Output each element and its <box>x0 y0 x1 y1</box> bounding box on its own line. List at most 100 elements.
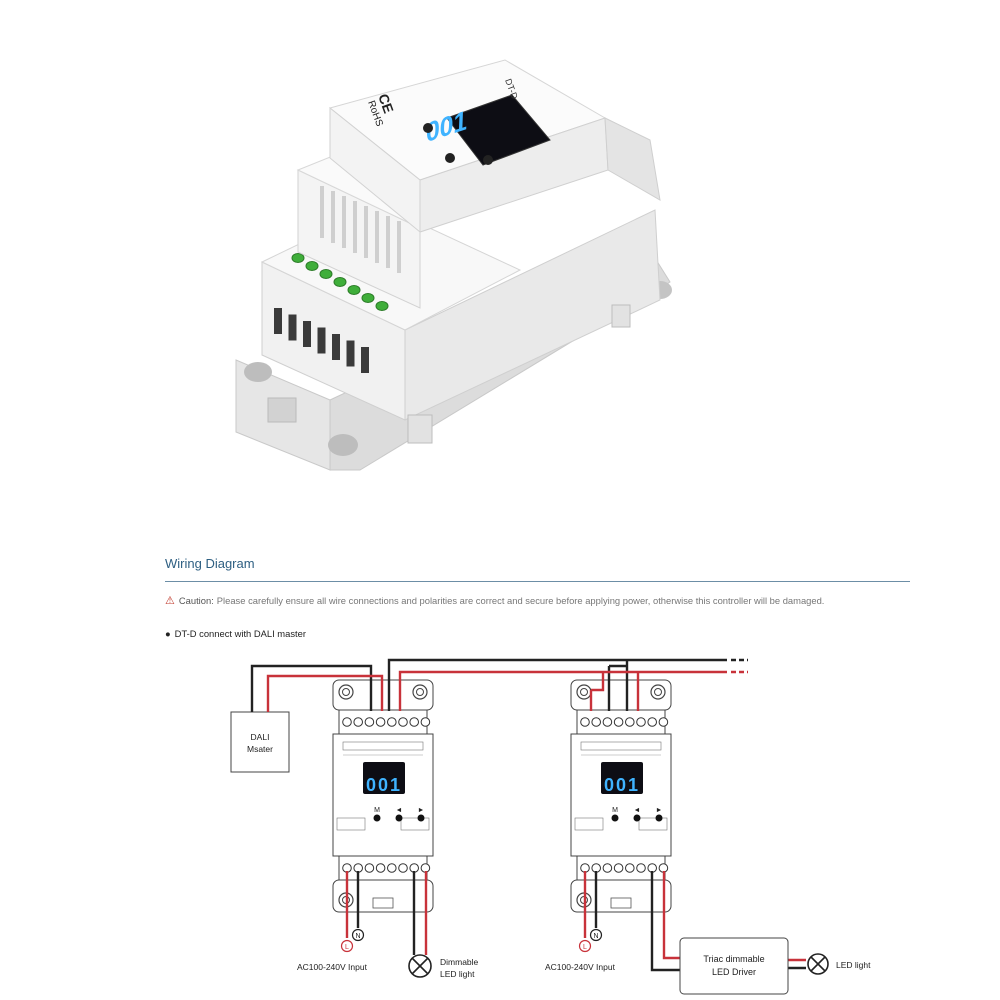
triac-driver-label: LED Driver <box>712 967 756 977</box>
terminal-screw <box>347 285 361 295</box>
terminal-contact <box>625 863 635 873</box>
terminal-contact <box>375 863 386 873</box>
mount-hole <box>328 434 358 456</box>
terminal-contact <box>398 863 408 873</box>
terminal-screw <box>319 269 333 279</box>
bullet-icon: ● <box>165 628 171 639</box>
ce-mark: CE <box>375 92 397 116</box>
terminal-contact <box>613 717 624 727</box>
product-photo: 001 DT-D CE RoHS <box>235 59 672 471</box>
right-input-label: AC100-240V Input <box>545 962 616 972</box>
dali-master-label: DALI <box>251 732 270 742</box>
left-button[interactable] <box>445 153 455 163</box>
dimmable-led-label: LED light <box>440 969 475 979</box>
vent-slots <box>320 186 401 273</box>
module-button[interactable] <box>655 814 663 822</box>
terminal-contact <box>398 717 408 727</box>
svg-text:N: N <box>355 933 360 940</box>
terminal-slot <box>274 308 282 334</box>
terminal-contact <box>387 863 397 873</box>
caution-text: Please carefully ensure all wire connect… <box>216 595 825 606</box>
terminal-slot <box>317 327 326 354</box>
module-display-right: 001 <box>604 775 640 795</box>
module-mount-hole <box>654 688 662 696</box>
lamp-icon <box>408 954 432 978</box>
terminal-slot <box>332 334 340 360</box>
terminal-contact <box>387 717 397 727</box>
module-mount-hole <box>342 688 350 696</box>
module-mount-hole <box>580 688 588 696</box>
terminal-screw <box>291 253 305 263</box>
terminal-contact <box>375 717 386 727</box>
right-module-output-wires <box>583 871 806 972</box>
terminal-contact <box>342 717 352 727</box>
triac-driver-box <box>679 937 789 995</box>
live-marker-icon: L <box>340 939 354 953</box>
dali-bus-wires <box>250 658 748 712</box>
module-button[interactable] <box>633 814 641 822</box>
module-button-label: M <box>374 807 380 814</box>
terminal-contact <box>591 717 602 727</box>
module-button[interactable] <box>395 814 403 822</box>
live-marker-icon: L <box>578 939 592 953</box>
dali-bus-red-wire <box>266 674 384 712</box>
module-display-left: 001 <box>366 775 402 795</box>
terminal-contact <box>364 863 375 873</box>
left-module-output-wires <box>345 871 428 955</box>
dimmable-led-label: Dimmable <box>440 957 479 967</box>
module-button[interactable] <box>373 814 381 822</box>
neutral-marker-icon: N <box>589 928 603 942</box>
connection-heading: ●DT-D connect with DALI master <box>165 628 306 639</box>
module-button[interactable] <box>417 814 425 822</box>
terminal-screw <box>305 261 319 271</box>
terminal-contact <box>636 863 646 873</box>
caution-note: ⚠Caution:Please carefully ensure all wir… <box>165 594 824 607</box>
module-button-label: M <box>612 807 618 814</box>
m-button[interactable] <box>423 123 433 133</box>
dali-master-label: Msater <box>247 744 273 754</box>
terminal-slot <box>288 314 297 341</box>
load-wire <box>650 871 680 972</box>
terminal-contact <box>636 717 646 727</box>
terminal-contact <box>420 717 431 727</box>
module-button-label: ◄ <box>396 807 403 814</box>
lamp-icon <box>807 953 829 975</box>
module-mount-hole <box>416 688 424 696</box>
terminal-contact <box>353 717 364 727</box>
mount-hole <box>244 362 272 382</box>
terminal-screws <box>291 253 389 311</box>
terminal-contact <box>625 717 635 727</box>
section-title: Wiring Diagram <box>165 556 255 571</box>
terminal-contact <box>409 717 420 727</box>
dali-bus-black-wire <box>250 664 373 712</box>
led-light-label: LED light <box>836 960 871 970</box>
neutral-marker-icon: N <box>351 928 365 942</box>
triac-driver-label: Triac dimmable <box>703 954 764 964</box>
side-clip <box>611 304 631 328</box>
terminal-contact <box>602 717 613 727</box>
dali-master-box <box>230 711 290 773</box>
svg-text:N: N <box>593 933 598 940</box>
module-button-label: ► <box>418 807 425 814</box>
terminal-slot <box>346 340 355 367</box>
terminal-screw <box>375 301 389 311</box>
dali-bus-red-wire <box>591 672 605 692</box>
terminal-contact <box>658 717 669 727</box>
connection-heading-text: DT-D connect with DALI master <box>174 628 306 639</box>
caution-label: Caution: <box>178 595 214 606</box>
terminal-screw <box>333 277 347 287</box>
terminal-screw <box>361 293 375 303</box>
module-button-label: ► <box>656 807 663 814</box>
module-details <box>338 684 669 908</box>
module-button[interactable] <box>611 814 619 822</box>
terminal-contact <box>580 717 590 727</box>
load-wire <box>662 871 680 960</box>
left-input-label: AC100-240V Input <box>297 962 368 972</box>
terminal-contact <box>602 863 613 873</box>
module-button-label: ◄ <box>634 807 641 814</box>
dali-bus-black-wire <box>387 658 727 711</box>
right-button[interactable] <box>483 155 493 165</box>
svg-text:L: L <box>345 944 349 951</box>
side-clip <box>407 414 433 444</box>
